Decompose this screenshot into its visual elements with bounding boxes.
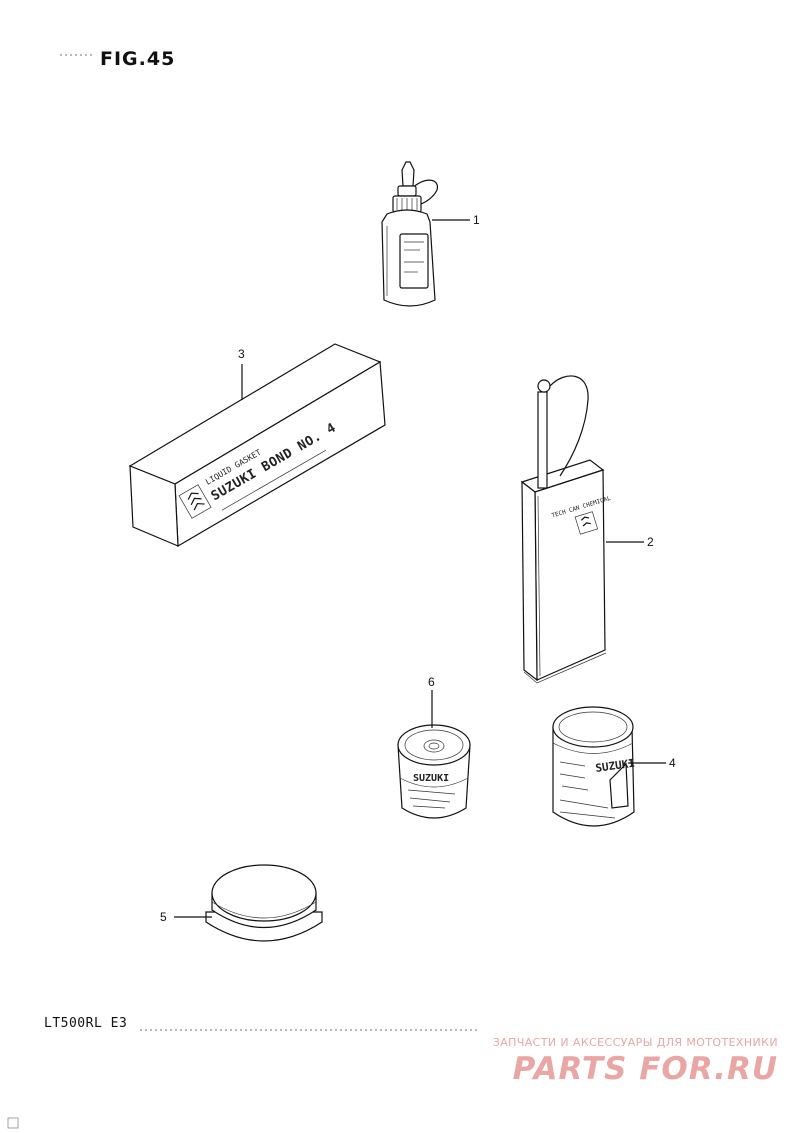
callout-number-2: 2 bbox=[647, 535, 654, 549]
model-label: LT500RL E3 bbox=[44, 1016, 128, 1031]
part-2-oil-can[interactable]: TECH CAN CHEMICAL bbox=[520, 375, 618, 684]
callout-number-3: 3 bbox=[238, 347, 245, 361]
callout-number-5: 5 bbox=[160, 910, 167, 924]
callout-number-4: 4 bbox=[669, 756, 676, 770]
small-tin-label: SUZUKI bbox=[413, 773, 449, 784]
part-1-bottle[interactable] bbox=[381, 161, 439, 307]
tall-tin-label: SUZUKI bbox=[595, 757, 636, 775]
part-5-flat-tin[interactable] bbox=[205, 864, 323, 942]
part-4-tall-tin[interactable]: SUZUKI bbox=[552, 706, 636, 827]
callout-number-6: 6 bbox=[428, 675, 435, 689]
watermark-tagline: ЗАПЧАСТИ И АКСЕССУАРЫ ДЛЯ МОТОТЕХНИКИ bbox=[492, 1036, 778, 1049]
corner-mark bbox=[7, 1117, 19, 1129]
watermark-logo: PARTS FOR.RU bbox=[512, 1051, 778, 1087]
part-6-small-tin[interactable]: SUZUKI bbox=[397, 724, 471, 819]
part-3-tube-box[interactable]: LIQUID GASKET SUZUKI BOND NO. 4 bbox=[128, 343, 386, 548]
watermark: ЗАПЧАСТИ И АКСЕССУАРЫ ДЛЯ МОТОТЕХНИКИ PA… bbox=[493, 1036, 778, 1087]
callout-number-1: 1 bbox=[473, 213, 480, 227]
figure-title: FIG.45 bbox=[100, 48, 176, 70]
